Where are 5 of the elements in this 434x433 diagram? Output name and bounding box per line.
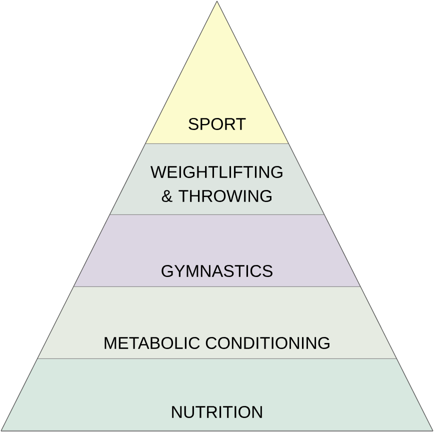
pyramid-tier: WEIGHTLIFTING & THROWING xyxy=(109,144,325,216)
pyramid-tier: METABOLIC CONDITIONING xyxy=(36,286,398,360)
pyramid-tier: SPORT xyxy=(144,0,290,145)
pyramid-tier: NUTRITION xyxy=(0,358,434,432)
pyramid-tier: GYMNASTICS xyxy=(72,214,362,288)
